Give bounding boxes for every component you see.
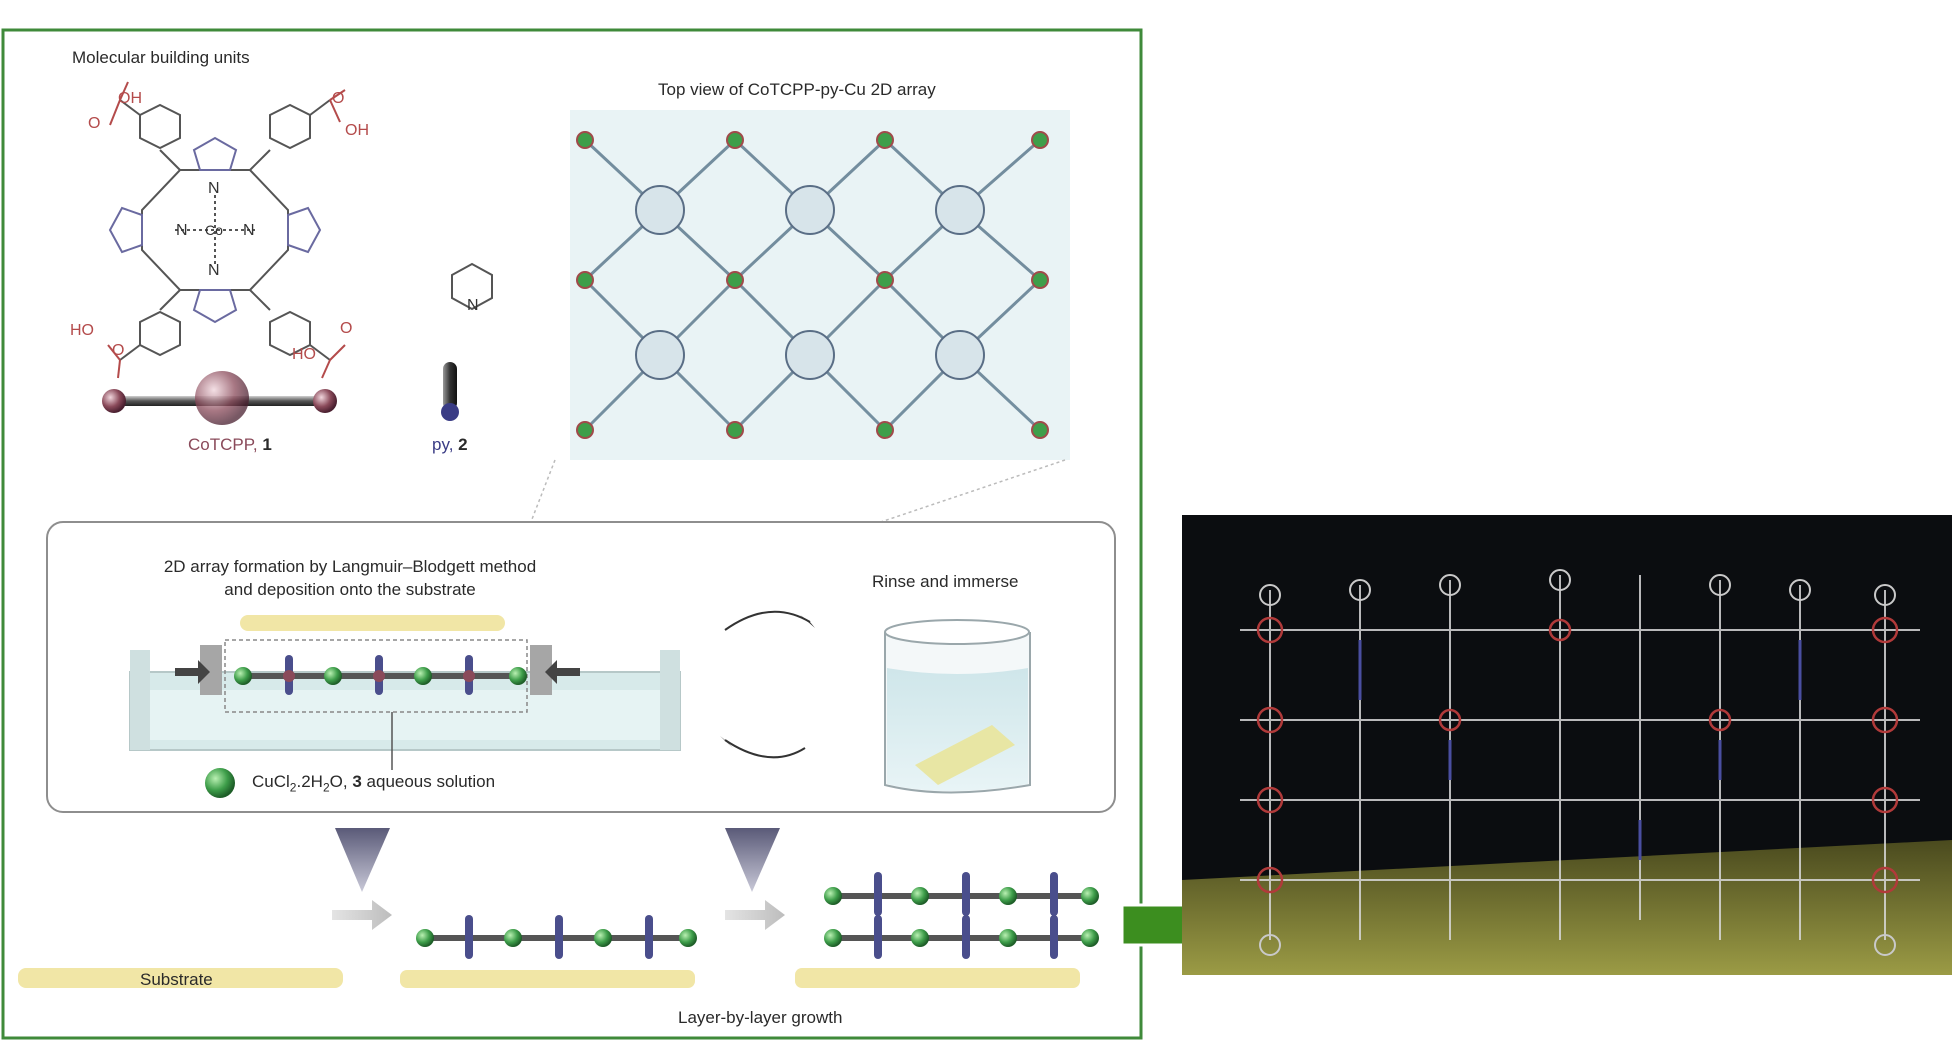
mof-render <box>1182 515 1952 975</box>
down-arrow-left <box>335 828 390 892</box>
atom-o-bottom-left: O <box>112 342 125 359</box>
lb-chain <box>234 655 527 695</box>
lb-substrate <box>240 615 505 631</box>
molecular-units-title: Molecular building units <box>72 48 250 67</box>
atom-o-top-right: O <box>332 90 345 107</box>
atom-ho-bottom-left: HO <box>70 322 94 339</box>
layer2-stack <box>824 872 1099 959</box>
cycle-arrow-top <box>724 610 811 631</box>
atom-n-right: N <box>243 222 255 239</box>
py-label: py, 2 <box>432 435 468 454</box>
cotcpp-structure <box>107 81 346 379</box>
lattice-cu-nodes <box>576 131 1049 439</box>
cotcpp-label: CoTCPP, 1 <box>188 435 272 454</box>
atom-co: Co <box>205 222 223 238</box>
gray-arrow-1 <box>332 900 392 930</box>
lb-title-line1: 2D array formation by Langmuir–Blodgett … <box>163 557 537 576</box>
atom-n-left: N <box>176 222 188 239</box>
cucl-label: CuCl2.2H2O, 3 aqueous solution <box>252 772 496 795</box>
right-barrier-arrow <box>545 660 580 684</box>
left-barrier-arrow <box>175 660 210 684</box>
substrate-plate <box>18 968 343 988</box>
cotcpp-rod-model <box>102 371 337 425</box>
down-arrow-right <box>725 828 780 892</box>
left-barrier <box>200 645 222 695</box>
layer1-chain <box>416 915 697 959</box>
cycle-arrow-bottom <box>724 739 806 759</box>
gray-arrow-2 <box>725 900 785 930</box>
right-barrier <box>530 645 552 695</box>
top-view-panel <box>570 110 1070 460</box>
growth-label: Layer-by-layer growth <box>678 1008 843 1027</box>
atom-n-top: N <box>208 180 220 197</box>
lattice-grid <box>583 138 1042 432</box>
lb-title-line2: and deposition onto the substrate <box>224 580 476 599</box>
lattice-porphyrins <box>635 185 985 380</box>
substrate-layer2 <box>795 968 1080 988</box>
atom-o-top-left: O <box>88 115 101 132</box>
atom-oh-top-left: OH <box>118 90 142 107</box>
atom-n-pyridine: N <box>467 297 479 314</box>
py-rod-model <box>441 362 459 421</box>
pyridine-structure <box>451 262 493 311</box>
atom-oh-top-right: OH <box>345 122 369 139</box>
panel-border <box>1 28 1143 1040</box>
cucl-legend-ball <box>205 768 235 798</box>
rinse-beaker <box>884 619 1031 794</box>
atom-ho-bottom-right: HO <box>292 346 316 363</box>
substrate-label: Substrate <box>140 970 213 989</box>
rinse-title: Rinse and immerse <box>872 572 1019 591</box>
atom-o-bottom-right: O <box>340 320 353 337</box>
substrate-layer1 <box>400 970 695 988</box>
atom-n-bottom: N <box>208 262 220 279</box>
top-view-title: Top view of CoTCPP-py-Cu 2D array <box>658 80 936 99</box>
